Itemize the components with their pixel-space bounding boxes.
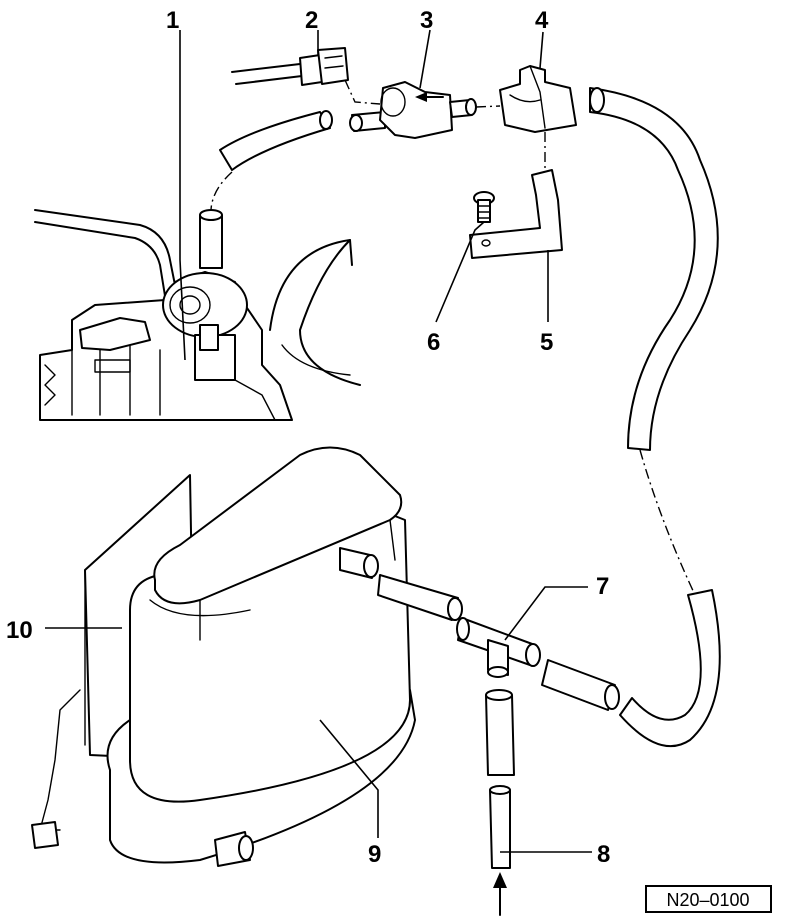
hose-pieces (485, 689, 515, 916)
charcoal-canister (31, 446, 416, 867)
callout-4: 4 (535, 7, 549, 34)
callout-2: 2 (305, 7, 318, 34)
reference-box: N20–0100 (645, 885, 772, 913)
electrical-connector (231, 47, 381, 105)
callout-5: 5 (540, 329, 553, 356)
callout-9: 9 (368, 841, 381, 868)
bolt (473, 191, 495, 223)
callout-1: 1 (166, 7, 179, 34)
callout-8: 8 (597, 841, 610, 868)
valve-holder (499, 65, 577, 170)
reference-number: N20–0100 (666, 890, 749, 910)
callout-6: 6 (427, 329, 440, 356)
engine-area-drawing (34, 209, 361, 421)
mounting-bracket (469, 169, 563, 259)
solenoid-valve (349, 81, 501, 139)
callout-10: 10 (6, 617, 33, 644)
canister-hoses (339, 547, 620, 711)
short-hose (199, 110, 333, 269)
t-piece (456, 617, 541, 678)
callout-3: 3 (420, 7, 433, 34)
leader-lines (45, 29, 592, 853)
callout-7: 7 (596, 573, 609, 600)
long-hose (589, 87, 721, 748)
